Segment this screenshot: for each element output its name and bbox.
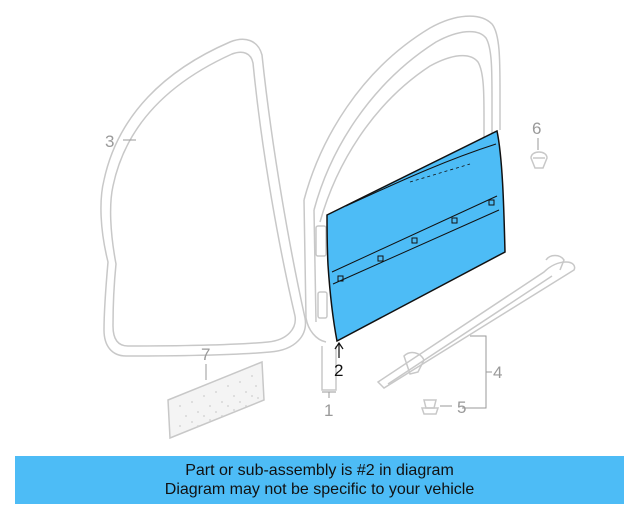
part-5-clip xyxy=(420,399,440,415)
callout-4: 4 xyxy=(493,363,502,382)
callout-7: 7 xyxy=(201,345,210,364)
leader-line-2 xyxy=(334,341,344,358)
callout-2: 2 xyxy=(334,361,343,380)
callout-1: 1 xyxy=(324,401,333,420)
banner-line-1: Part or sub-assembly is #2 in diagram xyxy=(185,462,454,479)
part-2-door-panel[interactable] xyxy=(326,129,506,343)
part-6-clip xyxy=(530,151,548,169)
banner-line-2: Diagram may not be specific to your vehi… xyxy=(164,481,475,498)
door-frame xyxy=(303,15,501,391)
callout-5: 5 xyxy=(457,398,466,417)
callout-3: 3 xyxy=(105,132,114,151)
part-4-molding xyxy=(376,254,576,389)
callout-6: 6 xyxy=(532,119,541,138)
part-7-pad xyxy=(167,360,265,440)
part-3-weatherstrip xyxy=(100,38,307,357)
leader-lines xyxy=(123,138,539,409)
info-banner: Part or sub-assembly is #2 in diagram Di… xyxy=(15,456,624,504)
